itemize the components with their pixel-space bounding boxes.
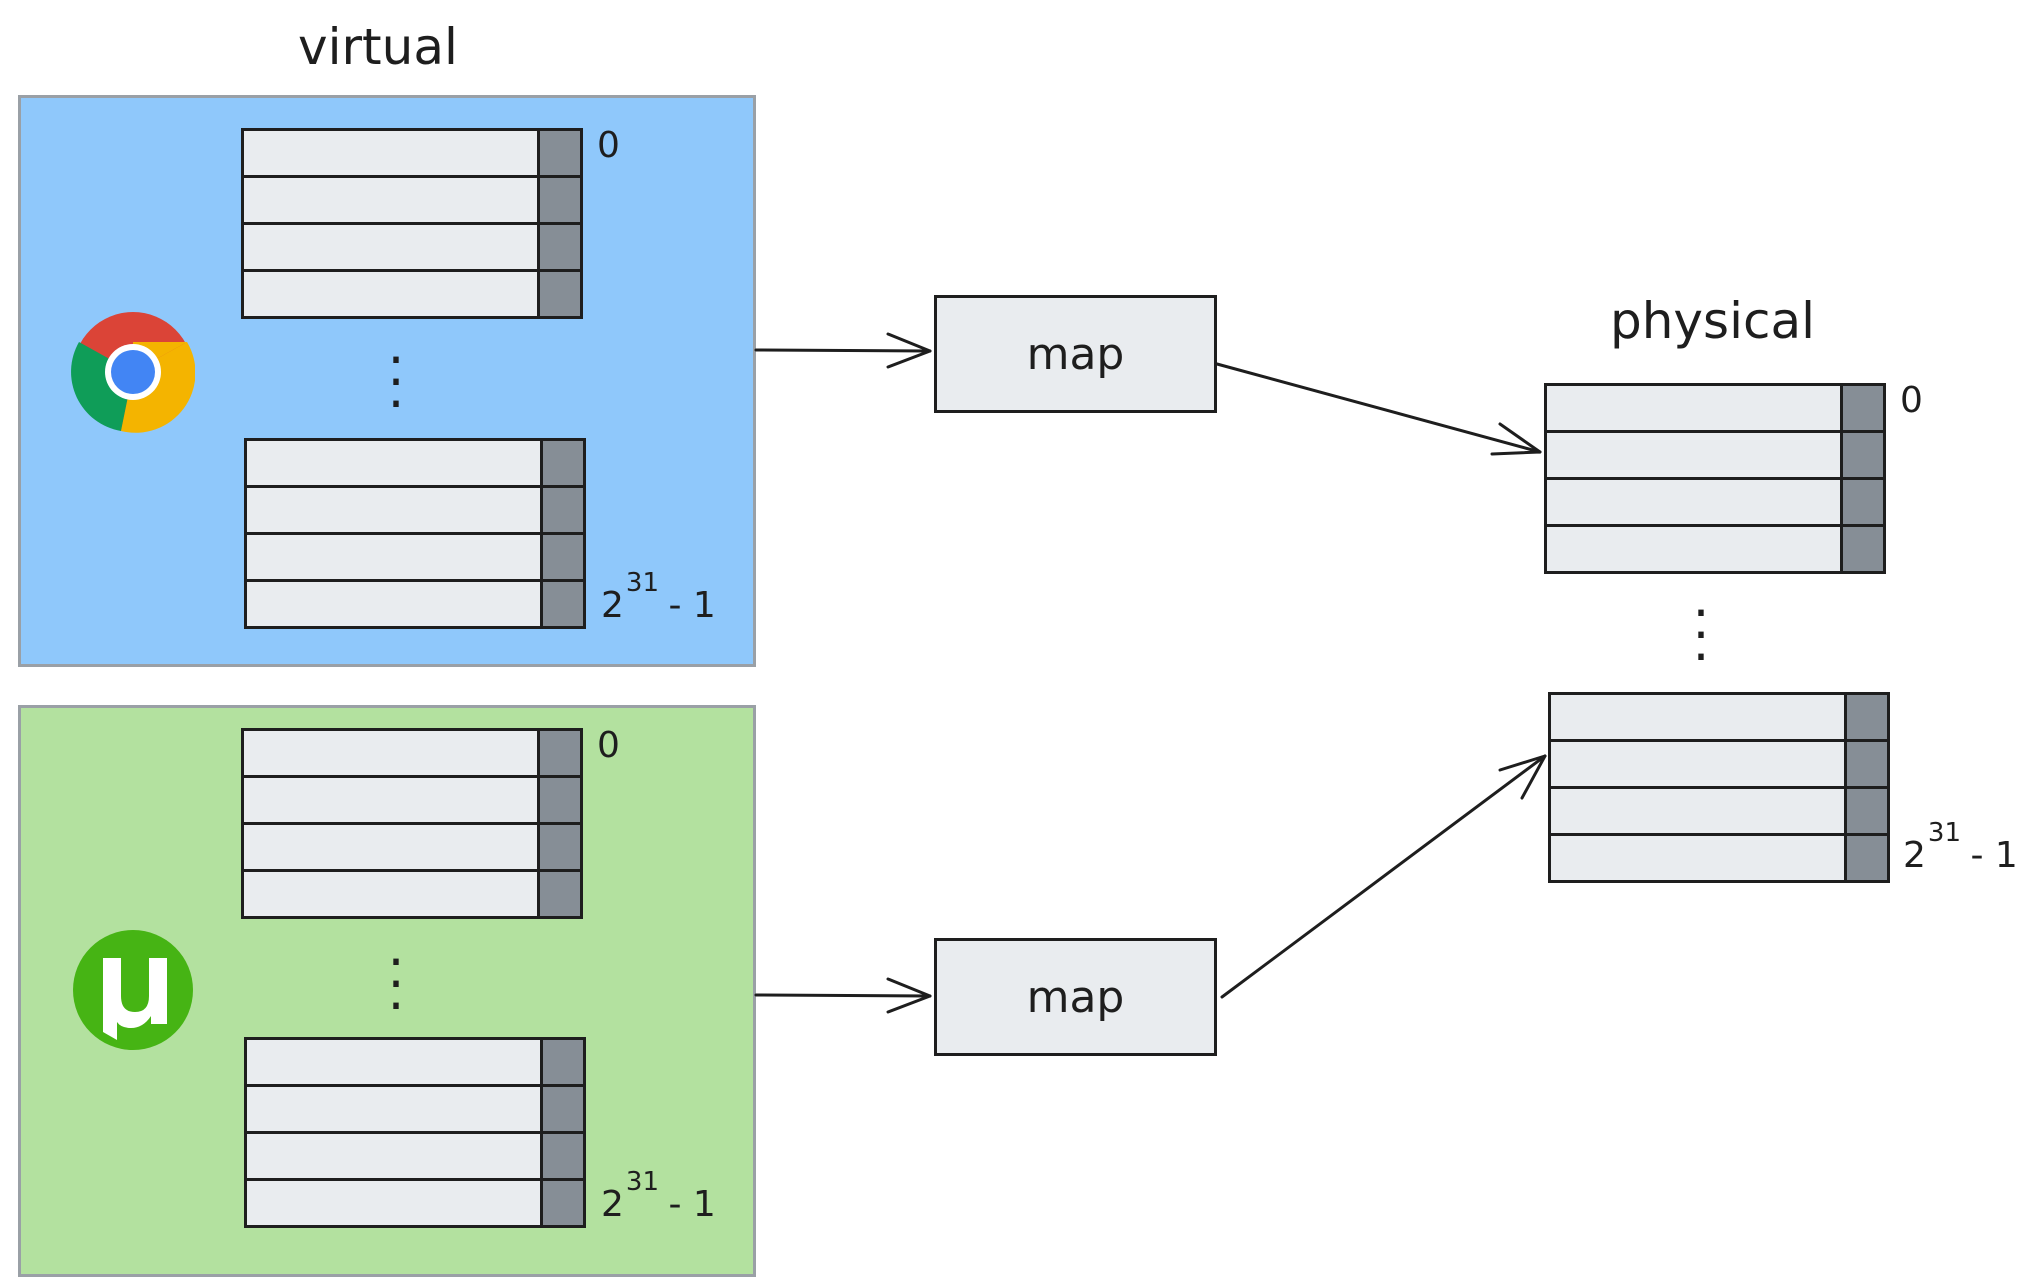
physical-end-address: 231 - 1 <box>1903 820 2018 876</box>
page-table-row <box>247 582 583 626</box>
page-table-row <box>244 872 580 916</box>
page-table-row <box>244 178 580 225</box>
virtual-title: virtual <box>298 18 458 76</box>
page-table-row <box>244 272 580 316</box>
page-table-row <box>1551 695 1887 742</box>
chrome-to-map-arrow <box>754 348 932 353</box>
page-table-row <box>244 131 580 178</box>
physical-page-table-bottom <box>1548 692 1890 883</box>
page-table-row <box>1551 789 1887 836</box>
utorrent-start-address: 0 <box>597 725 620 766</box>
end-address-suffix: - 1 <box>1970 835 2018 876</box>
end-address-suffix: - 1 <box>668 585 716 626</box>
page-table-row <box>247 1181 583 1225</box>
page-table-row <box>1547 527 1883 571</box>
utorrent-page-table-bottom <box>244 1037 586 1228</box>
page-table-row <box>244 225 580 272</box>
chrome-end-address: 231 - 1 <box>601 570 716 626</box>
chrome-page-table-bottom <box>244 438 586 629</box>
page-table-row <box>247 441 583 488</box>
map-to-physical-arrow-bottom <box>1220 754 1547 999</box>
end-address-exponent: 31 <box>625 568 659 598</box>
page-table-row <box>247 535 583 582</box>
physical-start-address: 0 <box>1900 380 1923 421</box>
page-table-row <box>247 1134 583 1181</box>
chrome-start-address: 0 <box>597 125 620 166</box>
page-table-row <box>1547 433 1883 480</box>
chrome-map-box: map <box>934 295 1217 413</box>
chrome-page-table-top <box>241 128 583 319</box>
page-table-row <box>247 488 583 535</box>
page-table-row <box>244 778 580 825</box>
page-table-row <box>1551 836 1887 880</box>
utorrent-page-table-top <box>241 728 583 919</box>
physical-page-table-top <box>1544 383 1886 574</box>
page-table-row <box>244 731 580 778</box>
end-address-exponent: 31 <box>625 1167 659 1197</box>
page-table-row <box>247 1087 583 1134</box>
page-table-row <box>1547 386 1883 433</box>
utorrent-to-map-arrow <box>754 993 932 998</box>
physical-title: physical <box>1610 292 1815 350</box>
page-table-row <box>244 825 580 872</box>
page-table-row <box>1551 742 1887 789</box>
chrome-icon <box>71 312 195 433</box>
page-table-row <box>1547 480 1883 527</box>
map-to-physical-arrow-top <box>1215 362 1542 454</box>
end-address-base: 2 <box>601 585 624 626</box>
end-address-base: 2 <box>601 1184 624 1225</box>
utorrent-end-address: 231 - 1 <box>601 1169 716 1225</box>
utorrent-map-box: map <box>934 938 1217 1056</box>
utorrent-icon <box>73 930 193 1050</box>
page-table-row <box>247 1040 583 1087</box>
end-address-base: 2 <box>1903 835 1926 876</box>
end-address-exponent: 31 <box>1927 818 1961 848</box>
end-address-suffix: - 1 <box>668 1184 716 1225</box>
